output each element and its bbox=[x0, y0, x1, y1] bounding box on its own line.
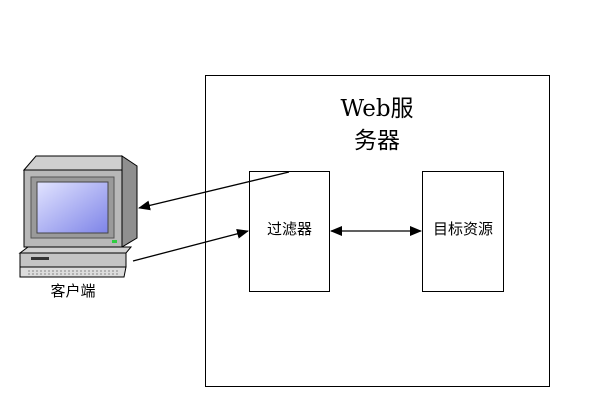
desktop-computer-icon bbox=[18, 155, 138, 278]
web-server-title-line2: 务器 bbox=[354, 128, 400, 154]
response-arrow bbox=[138, 171, 290, 211]
client-label: 客户端 bbox=[50, 282, 96, 300]
request-arrow bbox=[132, 228, 249, 262]
target-resource-label: 目标资源 bbox=[432, 220, 493, 238]
filter-label: 过滤器 bbox=[266, 220, 312, 238]
web-server-title-line1: Web服 bbox=[340, 96, 414, 122]
target-resource-box bbox=[422, 171, 504, 292]
filter-box bbox=[249, 171, 330, 292]
